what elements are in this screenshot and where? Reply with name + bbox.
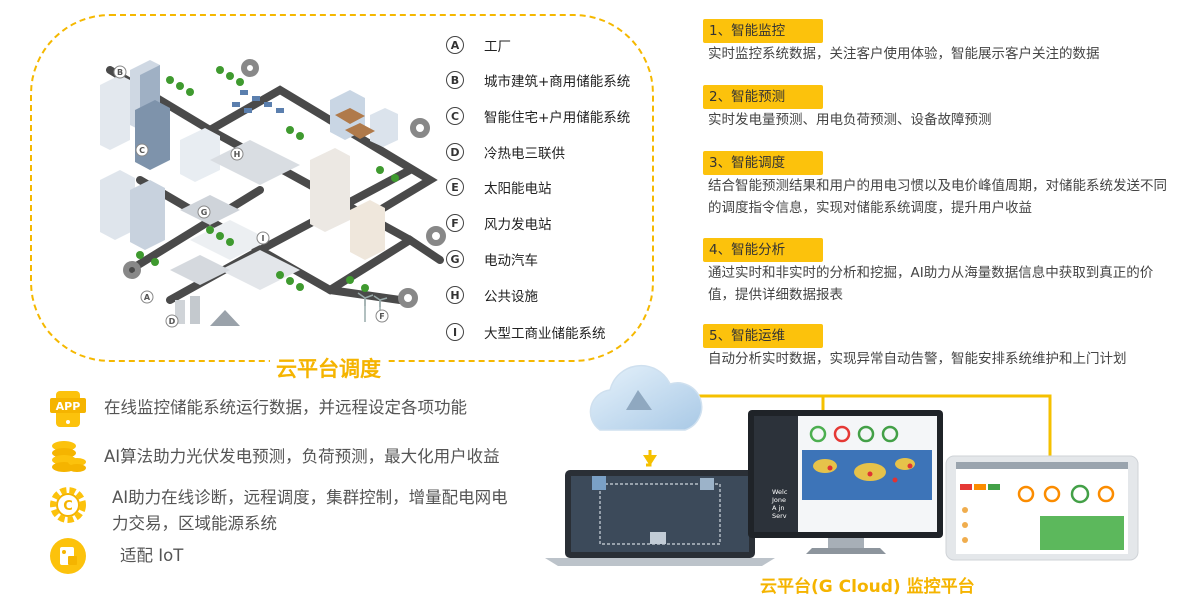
map-marker-i bbox=[256, 231, 270, 245]
svg-text:F: F bbox=[379, 312, 384, 321]
legend-item: A 工厂 bbox=[446, 33, 511, 57]
legend-label: 大型工商业储能系统 bbox=[484, 326, 606, 342]
trees bbox=[136, 66, 399, 292]
bullet-item: C AI助力在线诊断，远程调度，集群控制，增量配电网电力交易，区域能源系统 bbox=[48, 485, 512, 537]
feature-desc: 实时监控系统数据，关注客户使用体验，智能展示客户关注的数据 bbox=[708, 46, 1100, 62]
gear-c-icon: C bbox=[50, 487, 86, 523]
feature-tag: 5、智能运维 bbox=[703, 324, 823, 348]
legend-label: 工厂 bbox=[484, 39, 511, 55]
legend-badge: A bbox=[446, 36, 464, 54]
svg-text:C: C bbox=[63, 499, 73, 514]
legend-badge: D bbox=[446, 143, 464, 161]
bullet-text: AI算法助力光伏发电预测，负荷预测，最大化用户收益 bbox=[104, 447, 500, 466]
bullet-item: 适配 IoT bbox=[48, 536, 183, 576]
legend-label: 电动汽车 bbox=[484, 253, 538, 269]
frame-title: 云平台调度 bbox=[270, 353, 387, 383]
iot-icon bbox=[50, 538, 86, 574]
svg-text:A: A bbox=[144, 293, 151, 302]
svg-text:C: C bbox=[139, 146, 145, 155]
legend-item: H 公共设施 bbox=[446, 283, 538, 307]
legend-badge: B bbox=[446, 71, 464, 89]
city-buildings bbox=[100, 60, 398, 260]
legend-label: 太阳能电站 bbox=[484, 181, 552, 197]
smart-city-illustration: B C H G I A D F bbox=[100, 59, 446, 328]
bullet-text: 在线监控储能系统运行数据，并远程设定各项功能 bbox=[104, 398, 467, 417]
svg-text:APP: APP bbox=[56, 400, 81, 413]
solar-panels bbox=[232, 90, 284, 113]
svg-text:I: I bbox=[262, 234, 265, 243]
feature-tag: 4、智能分析 bbox=[703, 238, 823, 262]
legend-label: 风力发电站 bbox=[484, 217, 552, 233]
map-marker-a bbox=[140, 290, 154, 304]
legend-label: 公共设施 bbox=[484, 289, 538, 305]
legend-badge: C bbox=[446, 107, 464, 125]
feature-desc: 实时发电量预测、用电负荷预测、设备故障预测 bbox=[708, 112, 992, 128]
map-marker-f bbox=[375, 309, 389, 323]
legend-item: I 大型工商业储能系统 bbox=[446, 320, 606, 344]
tablet-device bbox=[945, 455, 1139, 561]
feature-tag: 3、智能调度 bbox=[703, 151, 823, 175]
cloud-icon bbox=[589, 364, 703, 431]
map-marker-d bbox=[165, 314, 179, 328]
app-icon: APP bbox=[50, 391, 86, 427]
legend-item: C 智能住宅+户用储能系统 bbox=[446, 104, 630, 128]
bullet-text: AI助力在线诊断，远程调度，集群控制，增量配电网电力交易，区域能源系统 bbox=[112, 488, 508, 533]
legend-item: G 电动汽车 bbox=[446, 247, 538, 271]
legend-item: D 冷热电三联供 bbox=[446, 140, 565, 164]
svg-text:B: B bbox=[117, 68, 123, 77]
map-marker-b bbox=[113, 65, 127, 79]
legend-label: 城市建筑+商用储能系统 bbox=[484, 74, 631, 90]
svg-text:G: G bbox=[201, 208, 208, 217]
legend-item: B 城市建筑+商用储能系统 bbox=[446, 68, 630, 92]
legend-badge: G bbox=[446, 250, 464, 268]
feature-tag: 1、智能监控 bbox=[703, 19, 823, 43]
feature-desc: 自动分析实时数据，实现异常自动告警，智能安排系统维护和上门计划 bbox=[708, 351, 1127, 367]
map-marker-c bbox=[135, 143, 149, 157]
svg-text:D: D bbox=[169, 317, 176, 326]
road-junctions bbox=[123, 59, 446, 308]
bullet-item: APP 在线监控储能系统运行数据，并远程设定各项功能 bbox=[48, 389, 467, 429]
cloud-platform-title: 云平台(G Cloud) 监控平台 bbox=[760, 577, 975, 597]
bullet-item: AI算法助力光伏发电预测，负荷预测，最大化用户收益 bbox=[48, 436, 500, 476]
map-marker-g bbox=[197, 205, 211, 219]
coins-icon bbox=[52, 441, 86, 472]
chp-plant bbox=[175, 296, 240, 326]
legend-item: E 太阳能电站 bbox=[446, 175, 552, 199]
laptop-device bbox=[545, 470, 775, 566]
legend-badge: F bbox=[446, 214, 464, 232]
map-marker-h bbox=[230, 147, 244, 161]
legend-badge: E bbox=[446, 178, 464, 196]
legend-badge: H bbox=[446, 286, 464, 304]
feature-desc: 通过实时和非实时的分析和挖掘，AI助力从海量数据信息中获取到真正的价值，提供详细… bbox=[708, 265, 1154, 303]
legend-item: F 风力发电站 bbox=[446, 211, 552, 235]
legend-label: 智能住宅+户用储能系统 bbox=[484, 110, 631, 126]
legend-label: 冷热电三联供 bbox=[484, 146, 565, 162]
legend-badge: I bbox=[446, 323, 464, 341]
feature-desc: 结合智能预测结果和用户的用电习惯以及电价峰值周期，对储能系统发送不同的调度指令信… bbox=[708, 178, 1167, 216]
svg-text:H: H bbox=[234, 150, 241, 159]
bullet-text: 适配 IoT bbox=[120, 546, 184, 565]
feature-tag: 2、智能预测 bbox=[703, 85, 823, 109]
houses bbox=[335, 108, 375, 139]
